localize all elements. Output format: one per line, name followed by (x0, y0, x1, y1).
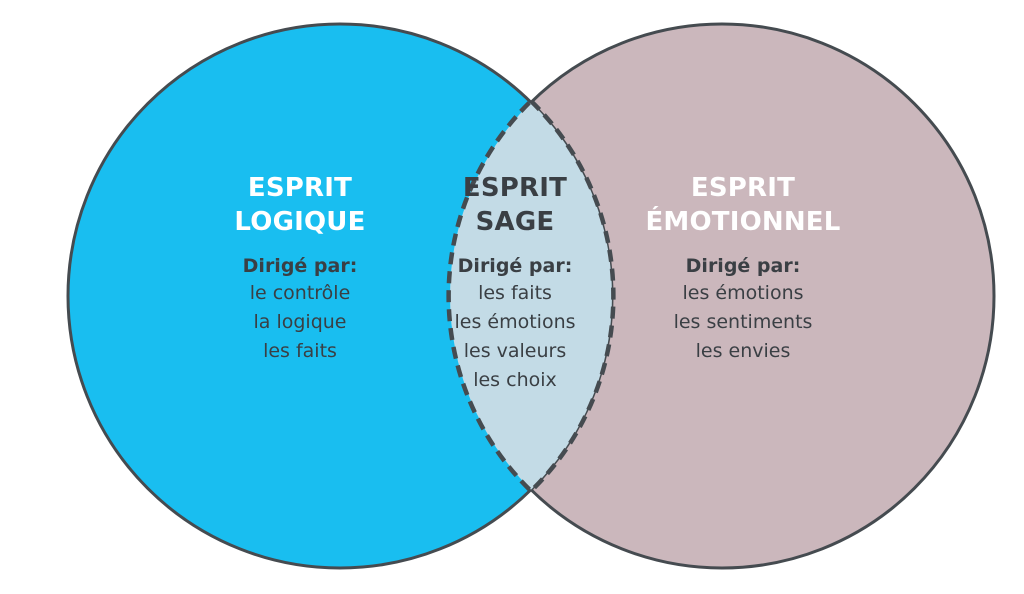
logical-mind-title-line1: ESPRIT (247, 173, 353, 203)
wise-mind-text: ESPRIT SAGE Dirigé par: les faits les ém… (365, 171, 665, 395)
emotional-mind-title-line1: ESPRIT (690, 173, 796, 203)
wise-mind-item: les émotions (454, 311, 576, 333)
logical-mind-title-line2: LOGIQUE (234, 207, 366, 237)
wise-mind-dashed-outline (446, 97, 616, 495)
logical-mind-text: ESPRIT LOGIQUE Dirigé par: le contrôle l… (150, 171, 450, 366)
wise-mind-item: les faits (478, 282, 552, 304)
wise-mind-subtitle: Dirigé par: (457, 255, 573, 277)
logical-mind-item: la logique (253, 311, 347, 333)
emotional-mind-text: ESPRIT ÉMOTIONNEL Dirigé par: les émotio… (593, 171, 893, 366)
logical-mind-item: le contrôle (249, 282, 351, 304)
emotional-mind-title-line2: ÉMOTIONNEL (645, 207, 841, 237)
emotional-mind-item: les émotions (682, 282, 804, 304)
logical-mind-subtitle: Dirigé par: (242, 255, 358, 277)
logical-mind-item: les faits (263, 340, 337, 362)
wise-mind-title-line1: ESPRIT (462, 173, 568, 203)
wise-mind-item: les valeurs (463, 340, 567, 362)
emotional-mind-subtitle: Dirigé par: (685, 255, 801, 277)
wise-mind-item: les choix (473, 369, 557, 391)
wise-mind-title-line2: SAGE (475, 207, 555, 237)
emotional-mind-item: les envies (695, 340, 791, 362)
emotional-mind-item: les sentiments (673, 311, 813, 333)
